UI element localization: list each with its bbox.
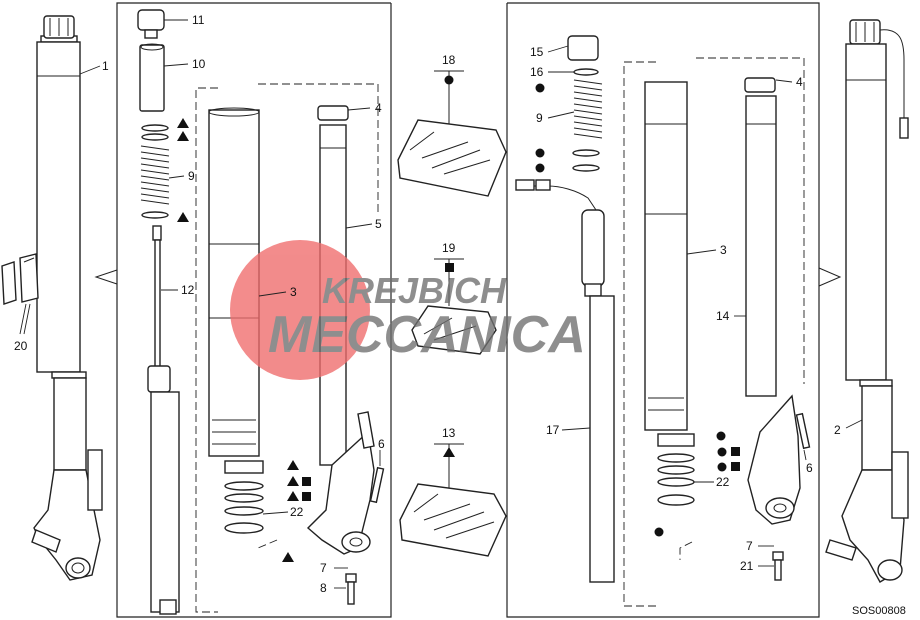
fork-leg-left bbox=[31, 15, 103, 581]
circle-symbol bbox=[717, 462, 727, 472]
part-label: 20 bbox=[14, 339, 28, 353]
diagram-code: SOS00808 bbox=[852, 605, 906, 617]
part-label: 7 bbox=[746, 539, 753, 553]
square-symbol-group bbox=[302, 263, 740, 501]
part-label: 8 bbox=[320, 581, 327, 595]
square-symbol bbox=[731, 462, 740, 471]
right-cartridge-parts bbox=[515, 35, 811, 607]
part-label: 3 bbox=[720, 243, 727, 257]
triangle-symbol bbox=[287, 476, 299, 486]
part-label: 3 bbox=[290, 285, 297, 299]
part-label: 21 bbox=[740, 559, 754, 573]
fork-leg-right bbox=[825, 19, 909, 583]
circle-symbol bbox=[535, 148, 545, 158]
part-label: 12 bbox=[181, 283, 195, 297]
circle-symbol bbox=[535, 163, 545, 173]
triangle-symbol bbox=[443, 447, 455, 457]
triangle-symbol bbox=[177, 118, 189, 128]
triangle-symbol bbox=[282, 552, 294, 562]
circle-symbol bbox=[535, 83, 545, 93]
part-label: 17 bbox=[546, 423, 560, 437]
part-number-labels: 1 11 10 9 12 3 4 5 6 22 7 8 20 18 19 13 … bbox=[14, 13, 906, 617]
watermark-logo: KREJBICH MECCANICA bbox=[230, 240, 586, 380]
watermark-line1: KREJBICH bbox=[322, 270, 507, 311]
part-label: 10 bbox=[192, 57, 206, 71]
part-label: 13 bbox=[442, 426, 456, 440]
part-label: 19 bbox=[442, 241, 456, 255]
part-label: 9 bbox=[188, 169, 195, 183]
part-label: 22 bbox=[716, 475, 730, 489]
service-tools bbox=[397, 70, 507, 557]
part-label: 9 bbox=[536, 111, 543, 125]
part-label: 15 bbox=[530, 45, 544, 59]
watermark-line2: MECCANICA bbox=[268, 306, 586, 364]
part-label: 4 bbox=[796, 75, 803, 89]
circle-symbol-group bbox=[444, 75, 727, 537]
triangle-symbol bbox=[287, 491, 299, 501]
circle-symbol bbox=[717, 447, 727, 457]
part-label: 2 bbox=[834, 423, 841, 437]
square-symbol bbox=[731, 447, 740, 456]
part-label: 22 bbox=[290, 505, 304, 519]
triangle-symbol bbox=[287, 460, 299, 470]
part-label: 7 bbox=[320, 561, 327, 575]
circle-symbol bbox=[444, 75, 454, 85]
circle-symbol bbox=[716, 431, 726, 441]
part-label: 6 bbox=[378, 437, 385, 451]
square-symbol bbox=[302, 477, 311, 486]
part-label: 11 bbox=[192, 13, 205, 27]
triangle-symbol bbox=[177, 212, 189, 222]
part-label: 1 bbox=[102, 59, 109, 73]
part-label: 18 bbox=[442, 53, 456, 67]
leader-lines bbox=[19, 19, 863, 589]
part-label: 16 bbox=[530, 65, 544, 79]
protective-pads bbox=[1, 253, 39, 305]
part-label: 4 bbox=[375, 101, 382, 115]
circle-symbol bbox=[654, 527, 664, 537]
part-label: 5 bbox=[375, 217, 382, 231]
part-label: 14 bbox=[716, 309, 730, 323]
part-label: 6 bbox=[806, 461, 813, 475]
square-symbol bbox=[445, 263, 454, 272]
diagram-frames bbox=[94, 2, 842, 618]
triangle-symbol bbox=[177, 131, 189, 141]
triangle-symbol-group bbox=[177, 118, 455, 562]
square-symbol bbox=[302, 492, 311, 501]
